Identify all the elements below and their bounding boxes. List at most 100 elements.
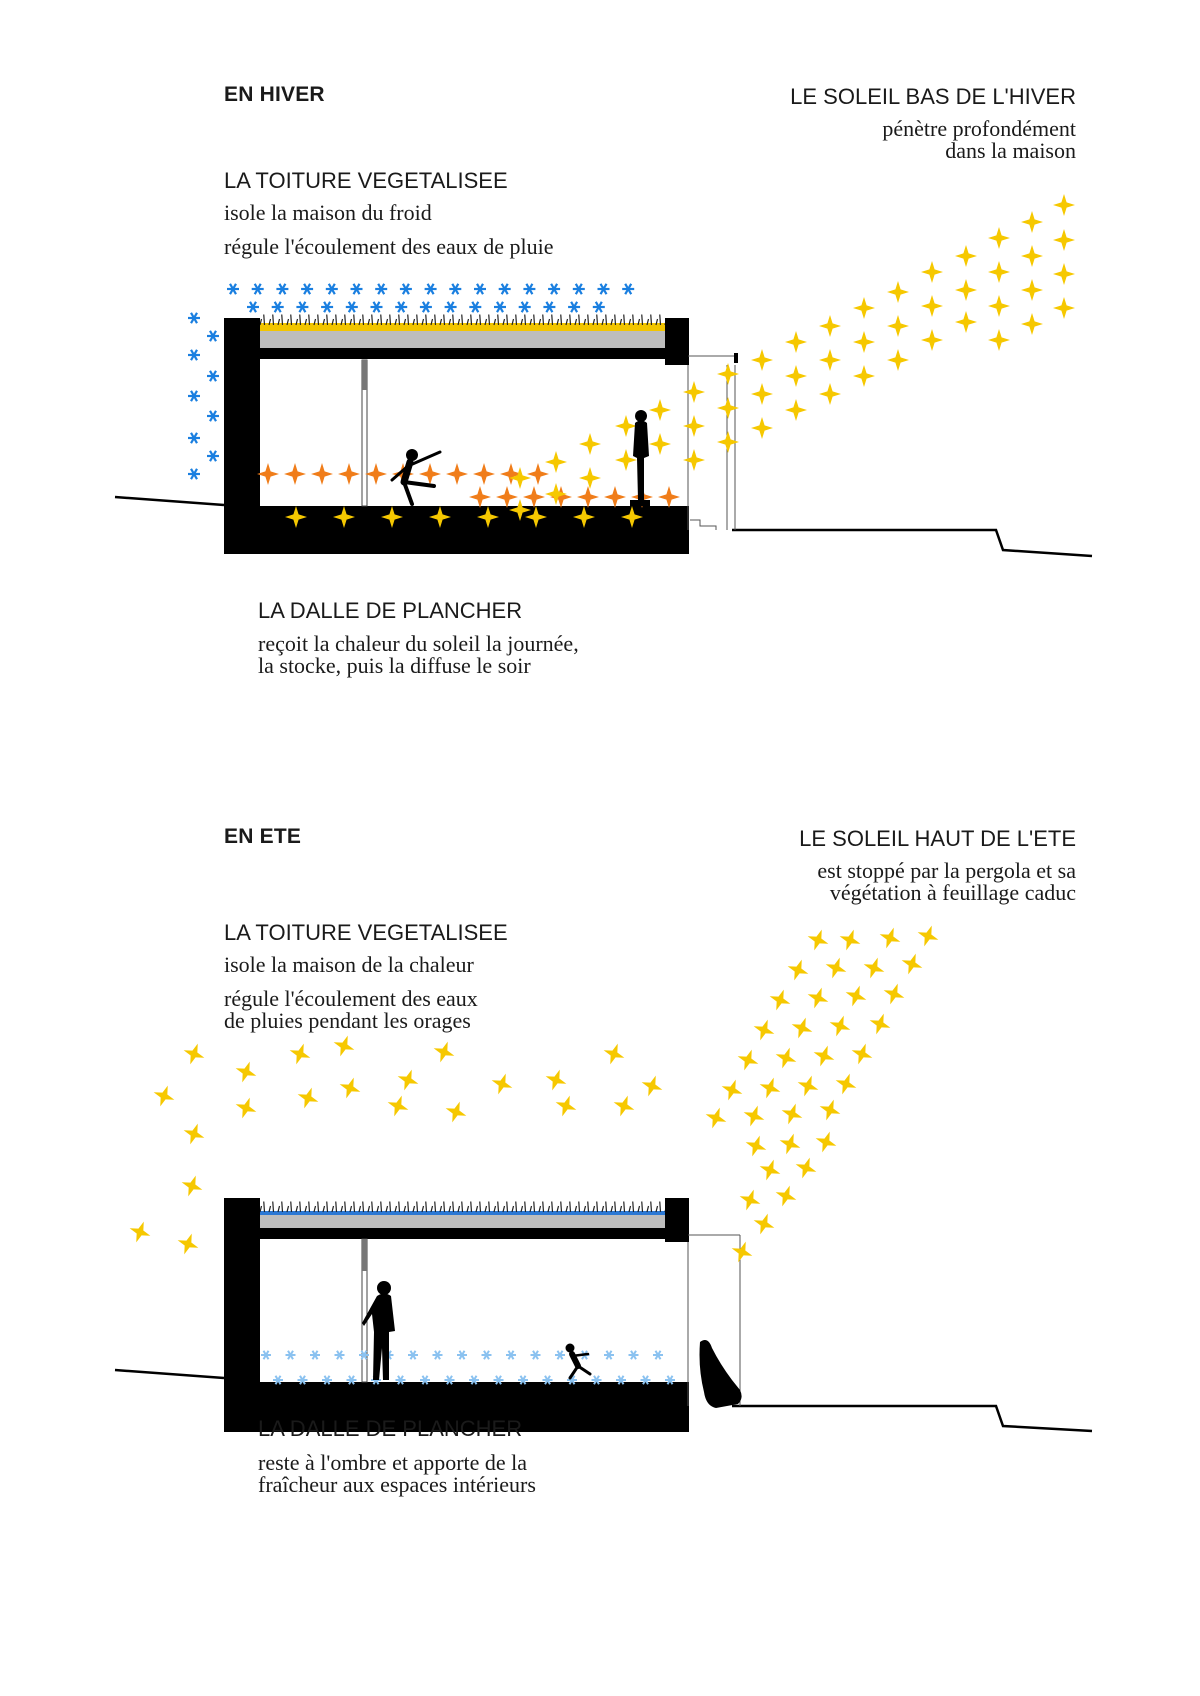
snowflake-icon: [205, 369, 221, 383]
snowflake-icon: [443, 300, 458, 314]
person-silhouette-icon: [362, 1281, 395, 1380]
sun-star-icon: [487, 1069, 517, 1099]
snowflake-icon: [480, 1349, 493, 1361]
child-silhouette-icon: [565, 1343, 592, 1380]
snowflake-icon: [627, 1349, 640, 1361]
sun-star-icon: [701, 1103, 731, 1133]
snowflake-icon: [652, 1349, 664, 1361]
sun-star-icon: [1021, 313, 1043, 335]
snowflake-icon: [374, 282, 389, 296]
snowflake-icon: [407, 1349, 419, 1361]
sun-star-icon: [775, 1129, 805, 1159]
sun-star-icon: [787, 1013, 817, 1043]
snowflake-icon: [472, 282, 488, 296]
winter-diagram: [114, 194, 1093, 558]
sun-star-icon: [441, 1097, 471, 1127]
slab-heading: LA DALLE DE PLANCHER: [258, 598, 523, 623]
sun-star-icon: [913, 921, 943, 951]
sun-star-icon: [765, 985, 795, 1015]
sun-star-icon: [125, 1217, 155, 1247]
season-title: EN HIVER: [224, 83, 325, 106]
sun-star-icon: [819, 315, 841, 337]
sun-star-icon: [859, 953, 889, 983]
sun-heading: LE SOLEIL HAUT DE L'ETE: [799, 826, 1076, 851]
snowflake-icon: [295, 300, 310, 314]
slab-right-edge: [665, 1382, 689, 1432]
snowflake-icon: [554, 1349, 566, 1361]
sun-star-icon: [727, 1237, 757, 1267]
slab-text-line-1: reçoit la chaleur du soleil la journée,: [258, 631, 579, 656]
sun-star-icon: [988, 295, 1010, 317]
snowflake-icon: [309, 1349, 321, 1361]
floor-slab: [224, 1382, 689, 1432]
sun-star-icon: [847, 1039, 877, 1069]
sun-star-icon: [875, 923, 905, 953]
roof-heading: LA TOITURE VEGETALISEE: [224, 920, 508, 945]
snowflake-icon: [186, 467, 202, 481]
sun-star-icon: [771, 1043, 801, 1073]
sun-star-icon: [988, 329, 1010, 351]
snowflake-icon: [186, 389, 202, 403]
sun-star-icon: [777, 1099, 807, 1129]
snowflake-icon: [324, 282, 339, 296]
snowflake-icon: [186, 348, 202, 362]
snowflake-icon: [542, 300, 557, 314]
sun-star-icon: [1021, 245, 1043, 267]
snowflake-icon: [275, 282, 290, 296]
sun-star-icon: [579, 433, 601, 455]
sun-star-icon: [865, 1009, 895, 1039]
sun-text-line-1: pénètre profondément: [882, 116, 1076, 141]
sun-star-icon: [179, 1119, 209, 1149]
sun-star-icon: [329, 1031, 359, 1061]
snowflake-icon: [260, 1349, 272, 1361]
sun-star-icon: [921, 295, 943, 317]
sun-star-icon: [551, 1091, 581, 1121]
green-roof: [258, 1201, 668, 1239]
sun-text-line-2: végétation à feuillage caduc: [829, 880, 1076, 905]
snowflake-icon: [394, 300, 409, 314]
snowflake-icon: [225, 282, 241, 296]
snowflake-icon: [448, 282, 463, 296]
snowflake-icon: [431, 1349, 444, 1361]
pergola: [687, 1234, 741, 1406]
sun-star-icon: [955, 279, 977, 301]
slab-text-line-1: reste à l'ombre et apporte de la: [258, 1450, 528, 1475]
sun-star-icon: [821, 953, 851, 983]
sun-star-icon: [755, 1155, 785, 1185]
sun-star-icon: [921, 261, 943, 283]
roof-heading: LA TOITURE VEGETALISEE: [224, 168, 508, 193]
heat-star-icon: [419, 463, 441, 485]
snowflake-icon: [603, 1349, 615, 1361]
sun-star-icon: [285, 1039, 315, 1069]
sun-star-icon: [955, 311, 977, 333]
sun-star-icon: [615, 415, 637, 437]
sun-star-icon: [717, 397, 739, 419]
sun-star-icon: [149, 1081, 179, 1111]
snowflake-icon: [320, 300, 335, 314]
sun-star-icon: [173, 1229, 203, 1259]
heat-star-icon: [577, 486, 599, 508]
sun-star-icon: [755, 1073, 785, 1103]
sun-star-icon: [683, 449, 705, 471]
roof-text-line-3: de pluies pendant les orages: [224, 1008, 471, 1033]
snowflake-icon: [418, 300, 433, 314]
sun-star-icon: [783, 955, 813, 985]
snowflake-icon: [571, 282, 586, 296]
sun-star-icon: [637, 1071, 667, 1101]
heat-star-icon: [658, 486, 680, 508]
sun-star-icon: [819, 383, 841, 405]
summer-diagram: [114, 921, 1093, 1433]
snowflake-icon: [250, 282, 265, 296]
sun-star-icon: [988, 227, 1010, 249]
sun-star-icon: [177, 1171, 207, 1201]
sun-star-icon: [599, 1039, 629, 1069]
sun-star-icon: [841, 981, 871, 1011]
snowflake-icon: [505, 1349, 517, 1361]
child-silhouette-icon: [390, 449, 442, 506]
winter-section: EN HIVER LE SOLEIL BAS DE L'HIVER pénètr…: [114, 83, 1093, 677]
sun-star-icon: [717, 431, 739, 453]
heat-star-icon: [365, 463, 387, 485]
snowflake-icon: [522, 282, 537, 296]
roof-text-line-2: régule l'écoulement des eaux de pluie: [224, 234, 554, 259]
ground-line-right: [732, 1404, 1093, 1433]
